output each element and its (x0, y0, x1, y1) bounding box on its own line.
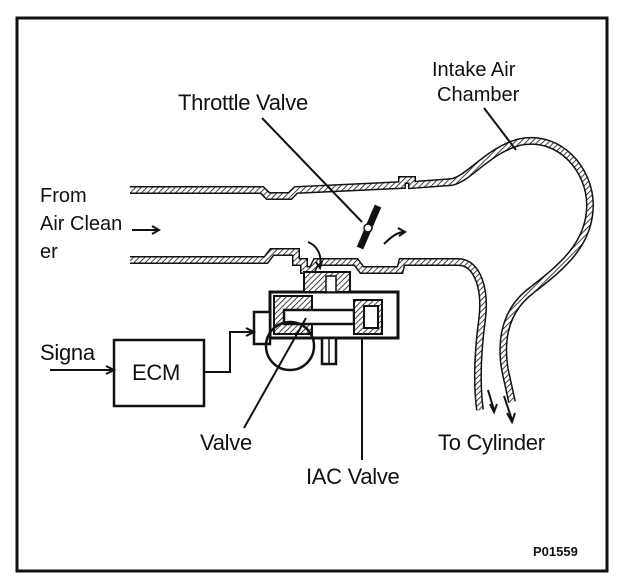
ecm-label: ECM (132, 362, 180, 384)
intake-air-chamber-label-2: Chamber (437, 85, 519, 105)
iac-valve-label: IAC Valve (306, 466, 400, 488)
ecm-valve-wire (204, 328, 254, 372)
to-cylinder-label: To Cylinder (438, 432, 545, 454)
leader-lines (244, 108, 516, 460)
from-air-cleaner-label-2: Air Clean (40, 214, 122, 234)
valve-label: Valve (200, 432, 252, 454)
signal-label: Signa (40, 342, 95, 364)
figure-code-label: P01559 (533, 545, 578, 558)
throttle-valve-plate (360, 206, 378, 248)
from-air-cleaner-label-3: er (40, 242, 58, 262)
intake-air-chamber-label-1: Intake Air (432, 60, 515, 80)
signal-line (50, 366, 114, 374)
chamber-inner-wall (503, 290, 532, 402)
throttle-valve-label: Throttle Valve (178, 92, 308, 114)
iac-valve-body (254, 272, 398, 370)
from-air-cleaner-label-1: From (40, 186, 87, 206)
